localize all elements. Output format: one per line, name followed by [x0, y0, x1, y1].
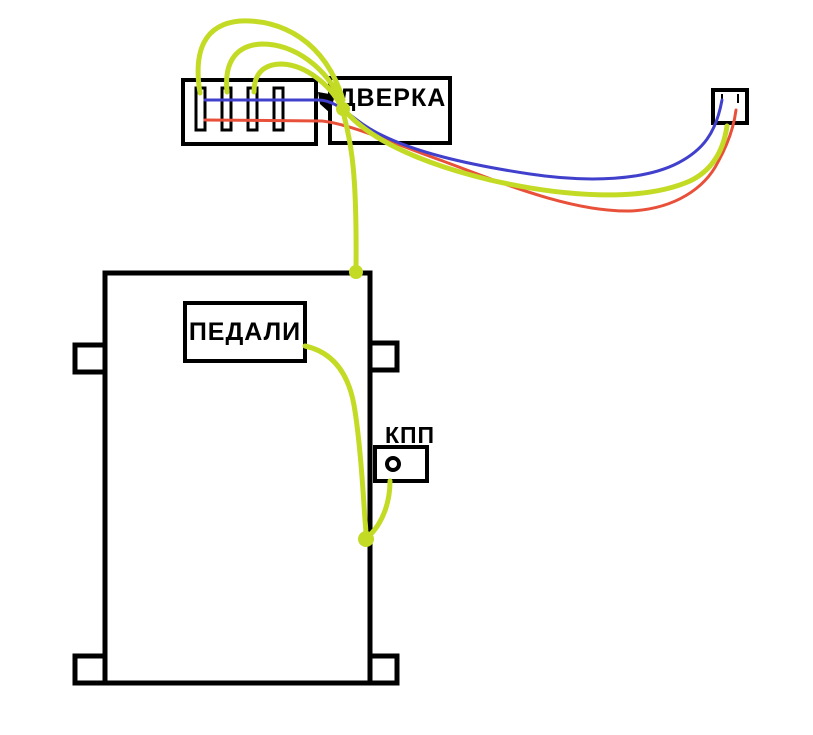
- gearbox-box: [373, 445, 429, 483]
- mount-tab-left-top: [72, 342, 108, 375]
- green-wire-gearbox: [367, 478, 393, 538]
- mount-tab-left-bottom: [72, 653, 108, 686]
- green-wire-loop-middle: [224, 41, 345, 106]
- green-wire-loop-inner: [251, 61, 344, 109]
- door-connector: [181, 78, 318, 146]
- green-wire-pedals: [302, 343, 369, 541]
- door-label: ДВЕРКА: [338, 84, 447, 112]
- right-connector: [711, 88, 749, 125]
- junction-dot-pedals-gearbox: [358, 531, 374, 547]
- connector-pin: [272, 86, 285, 132]
- junction-dot-main-unit: [349, 265, 363, 279]
- pedals-label-box: ПЕДАЛИ: [183, 301, 307, 363]
- pedals-box: [183, 301, 307, 363]
- connector-pin: [246, 86, 259, 132]
- mount-tab-right-top: [367, 340, 400, 373]
- mount-tab-right-bottom: [367, 653, 400, 686]
- green-wire-to-right-connector: [344, 110, 730, 198]
- gearbox-ring-icon: [385, 456, 401, 472]
- pedals-label: ПЕДАЛИ: [189, 318, 301, 346]
- green-wire-loop-outer: [195, 18, 346, 103]
- gearbox-label: КПП: [385, 422, 435, 448]
- green-wire-junction-to-main-unit: [340, 109, 359, 275]
- junction-dot-door: [336, 102, 350, 116]
- gearbox-unit: КПП: [373, 422, 435, 483]
- right-connector-body: [711, 88, 749, 125]
